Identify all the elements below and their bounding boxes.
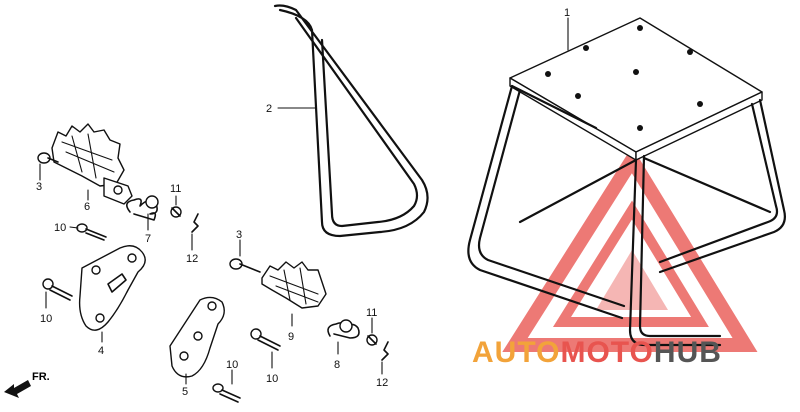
watermark-logo: AUTOMOTOHUB xyxy=(472,336,722,369)
callout-3b: 3 xyxy=(236,229,242,241)
watermark-moto: MOTO xyxy=(560,336,653,369)
callout-10d: 10 xyxy=(266,373,278,385)
part-bolt-10c xyxy=(212,369,241,403)
part-bracket-plate-4 xyxy=(78,245,146,343)
callout-12b: 12 xyxy=(376,377,388,389)
callout-12a: 12 xyxy=(186,253,198,265)
part-bolt-10b xyxy=(42,278,73,309)
callout-6: 6 xyxy=(84,201,90,213)
part-triangle-frame xyxy=(273,4,429,238)
part-bolt-10d xyxy=(250,328,281,369)
callout-8: 8 xyxy=(334,359,340,371)
part-nut-pin-right xyxy=(366,317,389,375)
callout-4: 4 xyxy=(98,345,104,357)
callout-7: 7 xyxy=(145,233,151,245)
callout-1: 1 xyxy=(564,7,570,19)
callout-3a: 3 xyxy=(36,181,42,193)
front-direction-arrow: FR. xyxy=(4,371,50,398)
watermark-hub: HUB xyxy=(654,336,722,369)
part-footpeg-right xyxy=(229,239,327,327)
part-spring-right xyxy=(327,319,360,355)
part-nut-pin-left xyxy=(170,195,199,251)
part-bolt-10a xyxy=(69,223,107,241)
callout-10a: 10 xyxy=(54,222,66,234)
callout-9: 9 xyxy=(288,331,294,343)
callout-10c: 10 xyxy=(226,359,238,371)
callout-11a: 11 xyxy=(170,183,181,195)
direction-label: FR. xyxy=(32,371,50,383)
part-footpeg-left xyxy=(37,123,133,205)
callout-2: 2 xyxy=(266,103,272,115)
callout-10b: 10 xyxy=(40,313,52,325)
callout-5: 5 xyxy=(182,386,188,398)
part-spring-left xyxy=(126,195,159,231)
callout-11b: 11 xyxy=(366,307,377,319)
part-bracket-plate-5 xyxy=(169,296,225,385)
part-stand xyxy=(467,17,786,347)
svg-text:AUTOMOTOHUB: AUTOMOTOHUB xyxy=(472,336,722,369)
watermark-auto: AUTO xyxy=(472,336,560,369)
